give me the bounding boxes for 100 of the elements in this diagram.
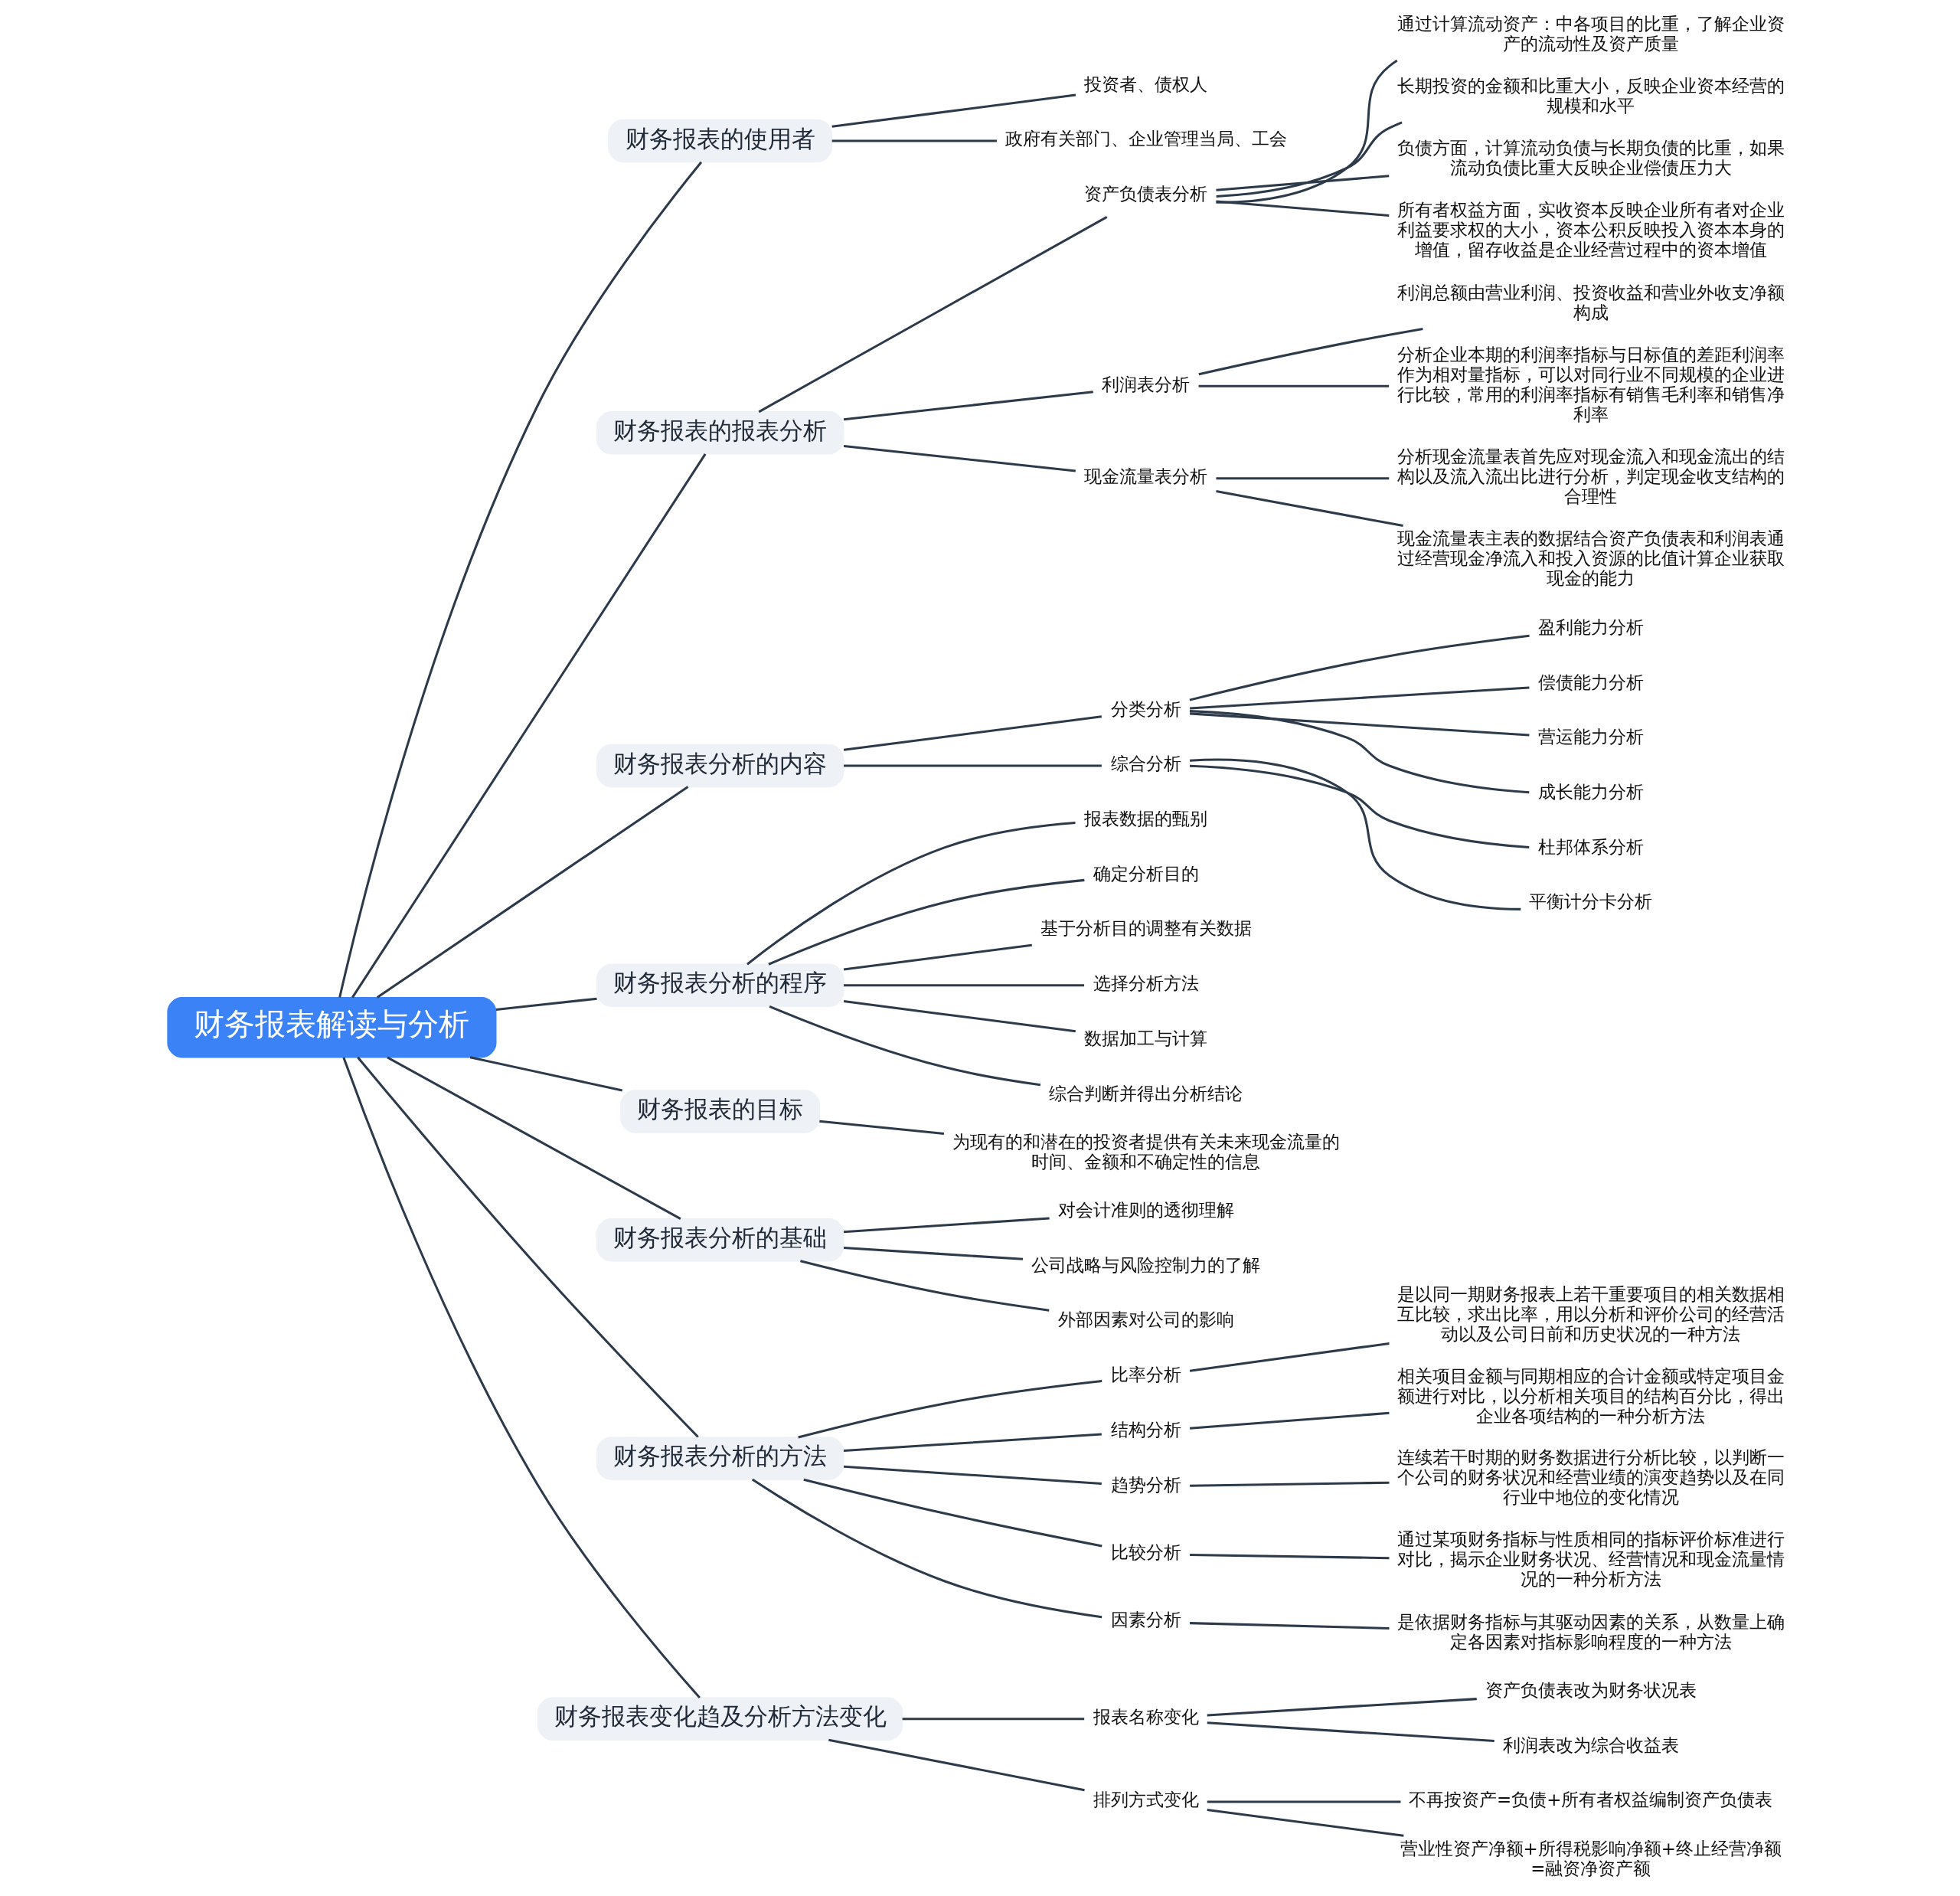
node-text: 资产负债表分析 bbox=[1084, 184, 1208, 204]
node-text: 现金流量表主表的数据结合资产负债表和利润表通过经营现金净流入和投入资源的比值计算企业获取现金的能力 bbox=[1396, 528, 1785, 588]
node-text: 结构分析 bbox=[1110, 1419, 1181, 1440]
node-box: 财务报表的目标 bbox=[620, 1090, 821, 1133]
node-text: 是以同一期财务报表上若干重要项目的相关数据相互比较，求出比率，用以分析和评价公司的经营活动以及公司日前和历史状况的一种方法 bbox=[1396, 1283, 1785, 1344]
connector bbox=[768, 878, 1085, 966]
connector bbox=[843, 1246, 1024, 1260]
node-text: 利润表改为综合收益表 bbox=[1502, 1734, 1679, 1755]
connector bbox=[843, 1000, 1076, 1033]
connector bbox=[351, 453, 707, 999]
connector bbox=[1189, 634, 1530, 701]
node-text: 成长能力分析 bbox=[1537, 781, 1644, 802]
node-text: 营业性资产净额+所得税影响净额+终止经营净额=融资净资产额 bbox=[1400, 1838, 1782, 1878]
connector bbox=[902, 1718, 1085, 1721]
node-text: 外部因素对公司的影响 bbox=[1057, 1309, 1234, 1330]
connector bbox=[843, 1433, 1102, 1452]
node-text: 确定分析目的 bbox=[1093, 863, 1199, 884]
connector bbox=[769, 1005, 1041, 1087]
node-text: 为现有的和潜在的投资者提供有关未来现金流量的时间、金额和不确定性的信息 bbox=[952, 1131, 1340, 1172]
connector bbox=[803, 1478, 1102, 1548]
node-text: 通过计算流动资产：中各项目的比重，了解企业资产的流动性及资产质量 bbox=[1396, 14, 1785, 54]
node-box: 财务报表的使用者 bbox=[608, 119, 833, 163]
connector bbox=[376, 786, 689, 999]
connector bbox=[1207, 1721, 1494, 1742]
node-text: 政府有关部门、企业管理当局、工会 bbox=[1004, 129, 1287, 149]
connector bbox=[1190, 1622, 1390, 1630]
node-box: 财务报表分析的方法 bbox=[596, 1437, 844, 1480]
connector bbox=[843, 1465, 1102, 1485]
node-text: 长期投资的金额和比重大小，反映企业资本经营的规模和水平 bbox=[1396, 75, 1785, 116]
node-text: 利润总额由营业利润、投资收益和营业外收支净额构成 bbox=[1396, 282, 1785, 322]
node-text: 数据加工与计算 bbox=[1084, 1028, 1208, 1048]
connector bbox=[751, 1478, 1102, 1619]
connector bbox=[357, 1056, 699, 1438]
connector bbox=[758, 215, 1108, 414]
connector bbox=[800, 1260, 1050, 1312]
connector bbox=[1198, 328, 1423, 376]
connector bbox=[1207, 1800, 1401, 1803]
node-text: 相关项目金额与同期相应的合计金额或特定项目金额进行对比，以分析相关项目的结构百分比，得出企业各项结构的一种分析方法 bbox=[1396, 1365, 1785, 1426]
node-text: 分类分析 bbox=[1110, 698, 1181, 719]
node-text: 综合判断并得出分析结论 bbox=[1049, 1083, 1243, 1103]
node-text: 现金流量表分析 bbox=[1084, 466, 1208, 487]
connector bbox=[843, 715, 1102, 751]
node-text: 公司战略与风险控制力的了解 bbox=[1031, 1254, 1261, 1275]
connector bbox=[1216, 175, 1390, 191]
node-box: 财务报表变化趋及分析方法变化 bbox=[537, 1697, 903, 1741]
connector bbox=[1207, 1808, 1404, 1837]
node-text: 选择分析方法 bbox=[1093, 973, 1199, 994]
connector bbox=[831, 93, 1076, 128]
connector bbox=[1216, 490, 1403, 528]
connector bbox=[1190, 758, 1521, 910]
connector bbox=[798, 1380, 1102, 1439]
node-text: 所有者权益方面，实收资本反映企业所有者对企业利益要求权的大小，资本公积反映投入资本本身的增值，留存收益是企业经营过程中的资本增值 bbox=[1396, 200, 1785, 260]
node-box: 财务报表分析的基础 bbox=[596, 1218, 844, 1262]
node-text: 因素分析 bbox=[1110, 1610, 1181, 1630]
connector bbox=[338, 161, 703, 998]
node-text: 杜邦体系分析 bbox=[1537, 836, 1644, 857]
node-text: 是依据财务指标与其驱动因素的关系，从数量上确定各因素对指标影响程度的一种方法 bbox=[1396, 1611, 1785, 1652]
node-text: 平衡计分卡分析 bbox=[1529, 891, 1653, 912]
node-text: 负债方面，计算流动负债与长期负债的比重，如果流动负债比重大反映企业偿债压力大 bbox=[1396, 137, 1785, 178]
node-text: 偿债能力分析 bbox=[1537, 672, 1644, 692]
node-box: 财务报表分析的程序 bbox=[596, 963, 844, 1008]
connector bbox=[1190, 1554, 1390, 1560]
connector bbox=[1216, 477, 1390, 480]
connector bbox=[469, 1056, 623, 1092]
node-text: 综合分析 bbox=[1110, 753, 1181, 774]
node-text: 通过某项财务指标与性质相同的指标评价标准进行对比，揭示企业财务状况、经营情况和现金流量情况的一种分析方法 bbox=[1396, 1529, 1785, 1590]
connector bbox=[1216, 121, 1403, 198]
node-text: 报表数据的甄别 bbox=[1084, 809, 1208, 829]
connector bbox=[843, 1217, 1050, 1234]
connector bbox=[1216, 59, 1398, 204]
node-text: 盈利能力分析 bbox=[1537, 616, 1644, 637]
connector bbox=[844, 764, 1102, 767]
connector bbox=[1207, 1698, 1477, 1717]
node-text: 分析企业本期的利润率指标与日标值的差距利润率作为相对量指标，可以对同行业不同规模的企业进行比较，常用的利润率指标有销售毛利率和销售净利率 bbox=[1396, 344, 1785, 424]
connector bbox=[1190, 1481, 1390, 1487]
connector bbox=[1198, 384, 1390, 387]
connector bbox=[342, 1057, 701, 1698]
connector bbox=[1189, 1342, 1390, 1372]
node-text: 分析现金流量表首先应对现金流入和现金流出的结构以及流入流出比进行分析，判定现金收支结构的合理性 bbox=[1396, 446, 1785, 507]
node-text: 利润表分析 bbox=[1102, 374, 1191, 394]
connector bbox=[746, 822, 1076, 966]
connector bbox=[1189, 710, 1530, 794]
node-text: 对会计准则的透彻理解 bbox=[1057, 1200, 1234, 1221]
connector bbox=[387, 1056, 681, 1221]
connector bbox=[819, 1120, 945, 1135]
connector bbox=[831, 139, 997, 142]
connector bbox=[843, 943, 1032, 971]
node-text: 比较分析 bbox=[1110, 1542, 1181, 1563]
connector bbox=[1216, 200, 1390, 217]
node-text: 资产负债表改为财务状况表 bbox=[1485, 1680, 1697, 1700]
connector bbox=[1189, 1411, 1390, 1430]
connector bbox=[495, 997, 597, 1012]
connector bbox=[1189, 764, 1530, 848]
connector bbox=[843, 445, 1076, 472]
node-box: 财务报表解读与分析 bbox=[167, 997, 497, 1058]
node-text: 连续若干时期的财务数据进行分析比较，以判断一个公司的财务状况和经营业绩的演变趋势以及在同行业中地位的变化情况 bbox=[1396, 1447, 1785, 1508]
connector bbox=[844, 984, 1085, 987]
connector bbox=[1190, 712, 1530, 737]
node-text: 基于分析目的调整有关数据 bbox=[1040, 918, 1252, 939]
node-text: 报表名称变化 bbox=[1093, 1707, 1199, 1728]
